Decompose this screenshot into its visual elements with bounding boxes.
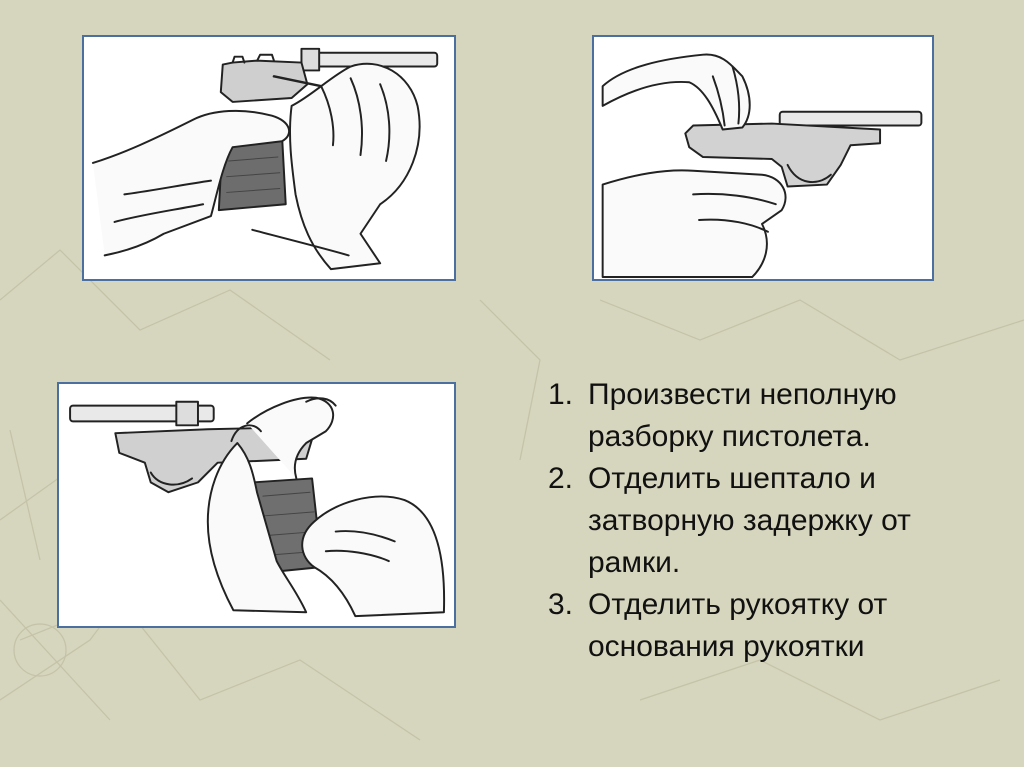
hands-pistol-drawing bbox=[601, 53, 923, 279]
instruction-steps: 1. Произвести неполную разборку пистолет… bbox=[548, 374, 1008, 668]
step-text: Отделить рукоятку от основания рукоятки bbox=[588, 588, 888, 663]
illustration-hands-disassembly-1 bbox=[82, 35, 456, 281]
hands-pistol-drawing bbox=[69, 396, 446, 618]
step-item: 2. Отделить шептало и затворную задержку… bbox=[548, 458, 1008, 584]
step-number: 1. bbox=[548, 378, 574, 411]
step-number: 2. bbox=[548, 462, 574, 495]
step-number: 3. bbox=[548, 588, 574, 621]
step-item: 3. Отделить рукоятку от основания рукоят… bbox=[548, 584, 1008, 668]
step-item: 1. Произвести неполную разборку пистолет… bbox=[548, 374, 1008, 458]
hands-pistol-drawing bbox=[91, 47, 439, 271]
illustration-hands-disassembly-2 bbox=[592, 35, 934, 281]
step-text: Отделить шептало и затворную задержку от… bbox=[588, 462, 911, 579]
illustration-hands-grip-removal bbox=[57, 382, 456, 628]
step-text: Произвести неполную разборку пистолета. bbox=[588, 378, 897, 453]
